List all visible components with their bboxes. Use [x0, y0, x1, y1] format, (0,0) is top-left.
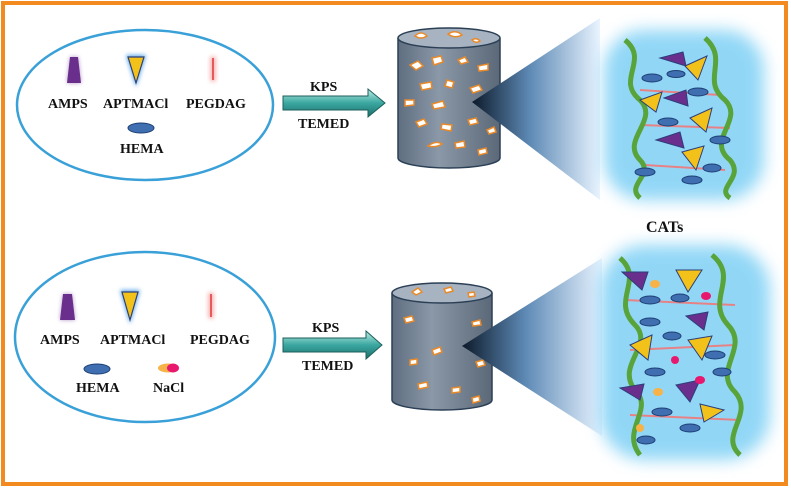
aptmacl-label: APTMACl: [103, 97, 168, 112]
amps-label: AMPS: [40, 333, 80, 348]
pegdag-label: PEGDAG: [190, 333, 250, 348]
bottom-catalyst-label: TEMED: [302, 359, 353, 374]
pegdag-icon: [210, 56, 216, 82]
top-network-structure: [604, 30, 764, 201]
cats-label: CATs: [646, 219, 683, 236]
bottom-initiator-label: KPS: [312, 321, 339, 336]
nacl-label: NaCl: [153, 381, 184, 396]
top-hydrogel-cylinder: [397, 27, 501, 169]
nacl-icon: [158, 363, 179, 373]
pegdag-label: PEGDAG: [186, 97, 246, 112]
bottom-reaction-arrow: [282, 329, 383, 361]
bottom-reagent-ellipse: [13, 250, 277, 424]
bottom-zoom-cone: [462, 258, 602, 436]
hema-icon: [83, 363, 111, 375]
top-zoom-cone: [472, 18, 600, 200]
top-reaction-arrow: [282, 87, 386, 119]
hema-icon: [127, 122, 155, 134]
aptmacl-icon: [120, 290, 140, 324]
top-panel: AMPS APTMACl PEGDAG HEMA KPS TEMED: [15, 18, 764, 201]
aptmacl-icon: [126, 55, 146, 87]
hema-label: HEMA: [120, 142, 164, 157]
bottom-hydrogel-cylinder: [391, 282, 493, 411]
top-initiator-label: KPS: [310, 80, 337, 95]
hema-label: HEMA: [76, 381, 120, 396]
amps-label: AMPS: [48, 97, 88, 112]
aptmacl-label: APTMACl: [100, 333, 165, 348]
pegdag-icon: [208, 292, 214, 319]
amps-icon: [67, 57, 81, 83]
amps-icon: [60, 294, 75, 320]
top-catalyst-label: TEMED: [298, 117, 349, 132]
top-reagent-ellipse: [15, 28, 275, 182]
bottom-network-structure: [600, 245, 770, 460]
bottom-panel: AMPS APTMACl PEGDAG HEMA NaCl KPS TEMED: [13, 245, 770, 460]
